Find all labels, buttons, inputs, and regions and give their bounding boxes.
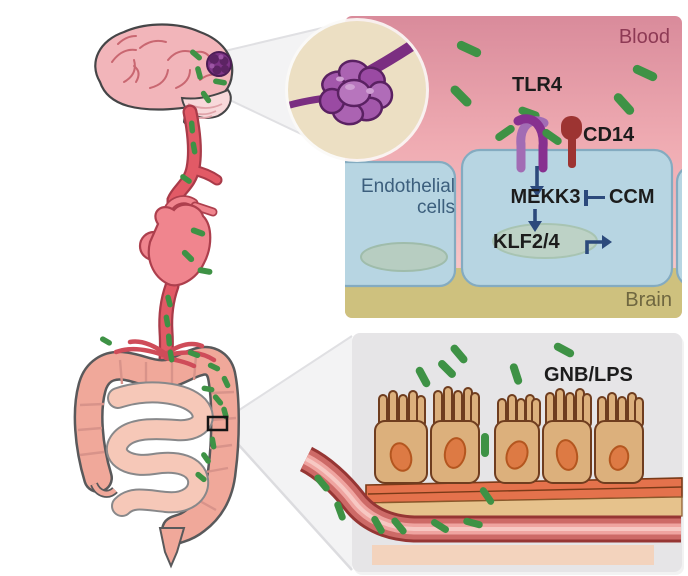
transcription-arrow-icon — [585, 235, 612, 254]
cell-nucleus — [555, 439, 579, 471]
cell-nucleus — [505, 440, 529, 470]
bacterium-icon — [190, 227, 206, 237]
mekk3-ccm-row: MEKK3 CCM — [485, 186, 680, 209]
zoom-cone-gut — [226, 335, 353, 571]
signal-arrow — [530, 166, 544, 197]
gut-panel: GNB/LPS — [299, 333, 683, 572]
ccm-lesion-icon — [206, 51, 232, 77]
klf24-row: KLF2/4 — [493, 231, 613, 254]
cd14-receptor-icon — [561, 116, 582, 168]
bacterium-icon — [189, 49, 203, 61]
bacterium-icon — [495, 124, 515, 142]
cell-nucleus — [389, 442, 413, 472]
bacterium-icon — [371, 515, 385, 535]
bacterium-icon — [197, 267, 213, 275]
bacterium-icon — [209, 436, 217, 450]
epithelial-cell — [542, 388, 592, 484]
bacterium-icon — [334, 501, 346, 521]
endothelial-cell — [675, 168, 682, 284]
blood-brain-panel: Blood Brain Endothelial cells TLR4 CD14 … — [345, 16, 682, 318]
cell-nucleus — [608, 445, 630, 471]
bacterium-icon — [181, 249, 195, 263]
bacterium-icon — [613, 93, 635, 115]
bacterium-icon — [200, 90, 212, 104]
bacterium-icon — [163, 314, 171, 328]
ccm-lesion-zoomed-icon — [318, 59, 394, 126]
cell-nucleus — [443, 437, 467, 469]
epithelial-cell — [374, 390, 428, 484]
bacterium-icon — [456, 40, 482, 58]
ccm-label: CCM — [608, 186, 655, 208]
zoom-box — [206, 415, 229, 432]
bacterium-icon — [165, 294, 173, 308]
cd14-label: CD14 — [583, 124, 635, 146]
serosa-layer — [372, 545, 654, 565]
bacterium-icon — [207, 362, 221, 372]
intestine-illustration — [73, 339, 240, 569]
bacterium-icon — [165, 333, 173, 347]
bacterium-icon — [187, 349, 201, 359]
magnifier-circle-inset — [288, 21, 426, 159]
epithelial-cell — [430, 386, 480, 484]
bacterium-icon — [430, 519, 450, 533]
bacteria-on-heart — [181, 227, 213, 275]
bacteria-in-vessel — [163, 120, 198, 328]
bacterium-icon — [415, 366, 431, 388]
bacterium-icon — [100, 336, 112, 346]
bacteria-near-lesion — [189, 49, 227, 104]
endothelial-cells-label: Endothelial cells — [360, 176, 455, 218]
brain-sulci — [111, 35, 219, 89]
bacterium-icon — [450, 344, 468, 364]
signal-arrow — [528, 209, 542, 232]
inhibition-icon — [584, 189, 605, 206]
bacterium-icon — [180, 174, 192, 184]
heart-illustration — [138, 195, 218, 287]
bacterium-icon — [450, 85, 472, 107]
epithelial-cells — [374, 386, 644, 484]
bacterium-icon — [463, 517, 483, 529]
endothelial-cell — [345, 160, 457, 288]
bacterium-icon — [553, 342, 575, 358]
bacterium-icon — [188, 120, 196, 134]
cell-nucleus — [360, 242, 448, 272]
bacterium-icon — [201, 452, 211, 464]
bacterium-icon — [213, 78, 227, 86]
bacterium-icon — [479, 487, 495, 505]
mekk3-label: MEKK3 — [510, 186, 581, 208]
bacterium-icon — [632, 64, 658, 82]
tlr4-label: TLR4 — [512, 74, 562, 96]
klf24-label: KLF2/4 — [493, 231, 560, 253]
bacterium-icon — [201, 385, 215, 393]
endothelial-cell — [460, 148, 674, 288]
bacterium-icon — [391, 517, 407, 535]
brain-label: Brain — [625, 289, 672, 311]
bacterium-icon — [509, 363, 523, 385]
bacterium-icon — [221, 375, 231, 389]
gnb-lps-label: GNB/LPS — [544, 364, 633, 386]
bacterium-icon — [190, 141, 198, 155]
rectum — [158, 527, 186, 569]
tlr4-receptor-icon — [495, 106, 562, 173]
bacterium-icon — [314, 474, 330, 492]
bacterium-icon — [481, 433, 489, 457]
bacterium-icon — [542, 128, 562, 146]
blood-label: Blood — [618, 26, 670, 48]
epithelial-cell — [594, 392, 644, 484]
epithelial-cell — [494, 394, 541, 484]
bacterium-icon — [195, 66, 203, 80]
bacterium-icon — [195, 471, 207, 483]
bacterium-icon — [438, 360, 456, 378]
bacterium-icon — [167, 349, 175, 363]
bacterium-icon — [212, 394, 224, 406]
brain-illustration — [94, 23, 234, 128]
